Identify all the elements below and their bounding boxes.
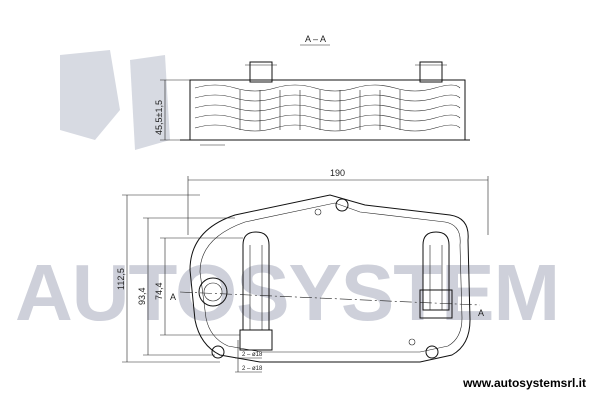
dim-width-overall: 190 bbox=[330, 168, 345, 178]
mount-hole-bottom-left bbox=[211, 345, 225, 359]
dim-height-overall: 112,5 bbox=[116, 268, 126, 290]
section-view: A – A 45,5±1,5 bbox=[154, 34, 470, 146]
port-left bbox=[249, 61, 273, 83]
section-mark-left: A bbox=[170, 292, 176, 302]
section-label: A – A bbox=[305, 34, 326, 44]
tube-right bbox=[422, 231, 450, 311]
watermark-text: AUTOSYSTEM bbox=[15, 248, 559, 337]
dim-height-inner: 74,4 bbox=[154, 282, 164, 300]
tube-left bbox=[242, 231, 270, 331]
hole-callout-2: 2 – ø18 bbox=[242, 366, 263, 372]
watermark-logo: AUTOSYSTEM bbox=[15, 50, 560, 337]
mount-hole-bottom-right bbox=[425, 345, 439, 359]
port-right bbox=[419, 61, 443, 83]
hole-callout-1: 2 – ø18 bbox=[242, 352, 263, 358]
dim-height-section: 45,5±1,5 bbox=[154, 100, 164, 135]
mount-hole-top bbox=[335, 198, 349, 212]
cooler-fins bbox=[194, 84, 461, 132]
cooler-body-outline bbox=[189, 194, 471, 363]
website-url[interactable]: www.autosystemsrl.it bbox=[463, 376, 586, 390]
section-mark-right: A bbox=[478, 308, 484, 318]
plan-view: 190 A A 112,5 93,4 bbox=[116, 168, 489, 373]
port-circle-left bbox=[198, 277, 228, 307]
dim-height-mid: 93,4 bbox=[137, 287, 147, 305]
